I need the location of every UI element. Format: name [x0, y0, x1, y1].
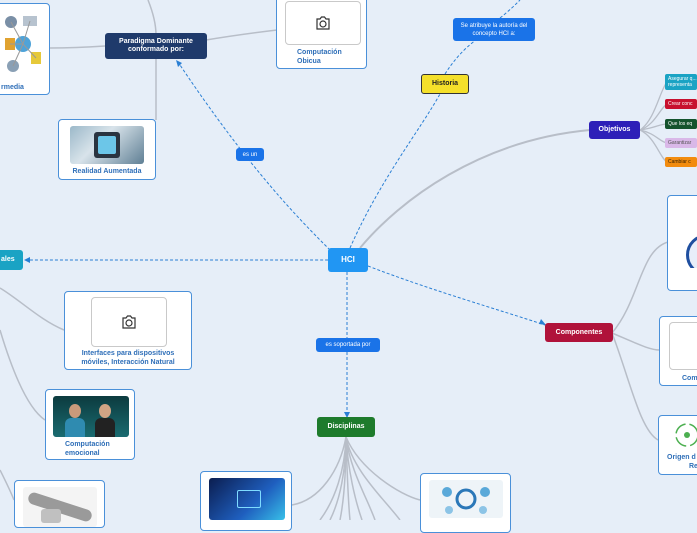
camera-icon — [122, 315, 136, 329]
network-illustration-icon — [5, 16, 41, 72]
link-label-es-un[interactable]: es un — [236, 148, 264, 161]
origen-caption-1: Origen d — [667, 454, 696, 461]
card-origen[interactable]: Origen d Re — [658, 415, 697, 475]
objetivo-item-3[interactable]: Que los eq — [665, 119, 697, 129]
origen-caption-2: Re — [689, 463, 697, 470]
objetivo-item-4[interactable]: Garantizar — [665, 138, 697, 148]
card-computacion-emocional[interactable]: Computación emocional — [45, 389, 135, 460]
topic-objetivos[interactable]: Objetivos — [589, 121, 640, 139]
card-disciplina-tech[interactable] — [200, 471, 292, 531]
topic-disciplinas[interactable]: Disciplinas — [317, 417, 375, 437]
objetivo-item-1[interactable]: Asegurar q... representa — [665, 74, 697, 90]
link-label-es-soportada-por[interactable]: es soportada por — [316, 338, 380, 352]
computacion-emocional-image — [53, 396, 129, 437]
gears-network-icon — [442, 487, 490, 514]
componente-1-image — [678, 218, 697, 268]
disciplina-network-image — [429, 480, 503, 518]
image-placeholder — [91, 297, 167, 347]
card-componente-2[interactable]: Com — [659, 316, 697, 386]
image-placeholder — [669, 322, 697, 370]
central-topic-hci[interactable]: HCI — [328, 248, 368, 272]
interfaces-moviles-caption: Interfaces para dispositivos móviles, In… — [81, 350, 175, 366]
card-realidad-aumentada[interactable]: Realidad Aumentada — [58, 119, 156, 180]
realidad-aumentada-caption: Realidad Aumentada — [72, 168, 142, 175]
card-disciplina-network[interactable] — [420, 473, 511, 533]
topic-componentes[interactable]: Componentes — [545, 323, 613, 342]
card-hipermedia[interactable]: rmedia — [0, 3, 50, 95]
central-topic-label: HCI — [341, 255, 355, 264]
disciplina-tech-image — [209, 478, 285, 520]
camera-icon — [316, 16, 330, 30]
computacion-obicua-caption: Computación Obicua — [297, 49, 342, 65]
computacion-emocional-caption: Computación emocional — [65, 441, 110, 457]
objetivo-item-5[interactable]: Cambiar c — [665, 157, 697, 167]
card-wearable[interactable] — [14, 480, 105, 528]
connector-lines — [0, 0, 669, 520]
card-computacion-obicua[interactable]: Computación Obicua — [276, 0, 367, 69]
hipermedia-caption: rmedia — [1, 84, 24, 91]
wearable-image — [23, 487, 97, 527]
cycle-arrows-icon — [675, 423, 697, 447]
objetivo-item-2[interactable]: Crear conc — [665, 99, 697, 109]
hipermedia-image — [1, 10, 45, 80]
card-componente-1[interactable] — [667, 195, 697, 291]
topic-historia[interactable]: Historia — [421, 74, 469, 94]
topic-left-partial[interactable]: ales — [0, 250, 23, 270]
realidad-aumentada-image — [70, 126, 144, 164]
componente-2-caption: Com — [682, 375, 697, 382]
link-label-atribuye[interactable]: Se atribuye la autoría del concepto HCI … — [453, 18, 535, 41]
card-interfaces-moviles[interactable]: Interfaces para dispositivos móviles, In… — [64, 291, 192, 370]
image-placeholder — [285, 1, 361, 45]
topic-paradigma[interactable]: Paradigma Dominante conformado por: — [105, 33, 207, 59]
